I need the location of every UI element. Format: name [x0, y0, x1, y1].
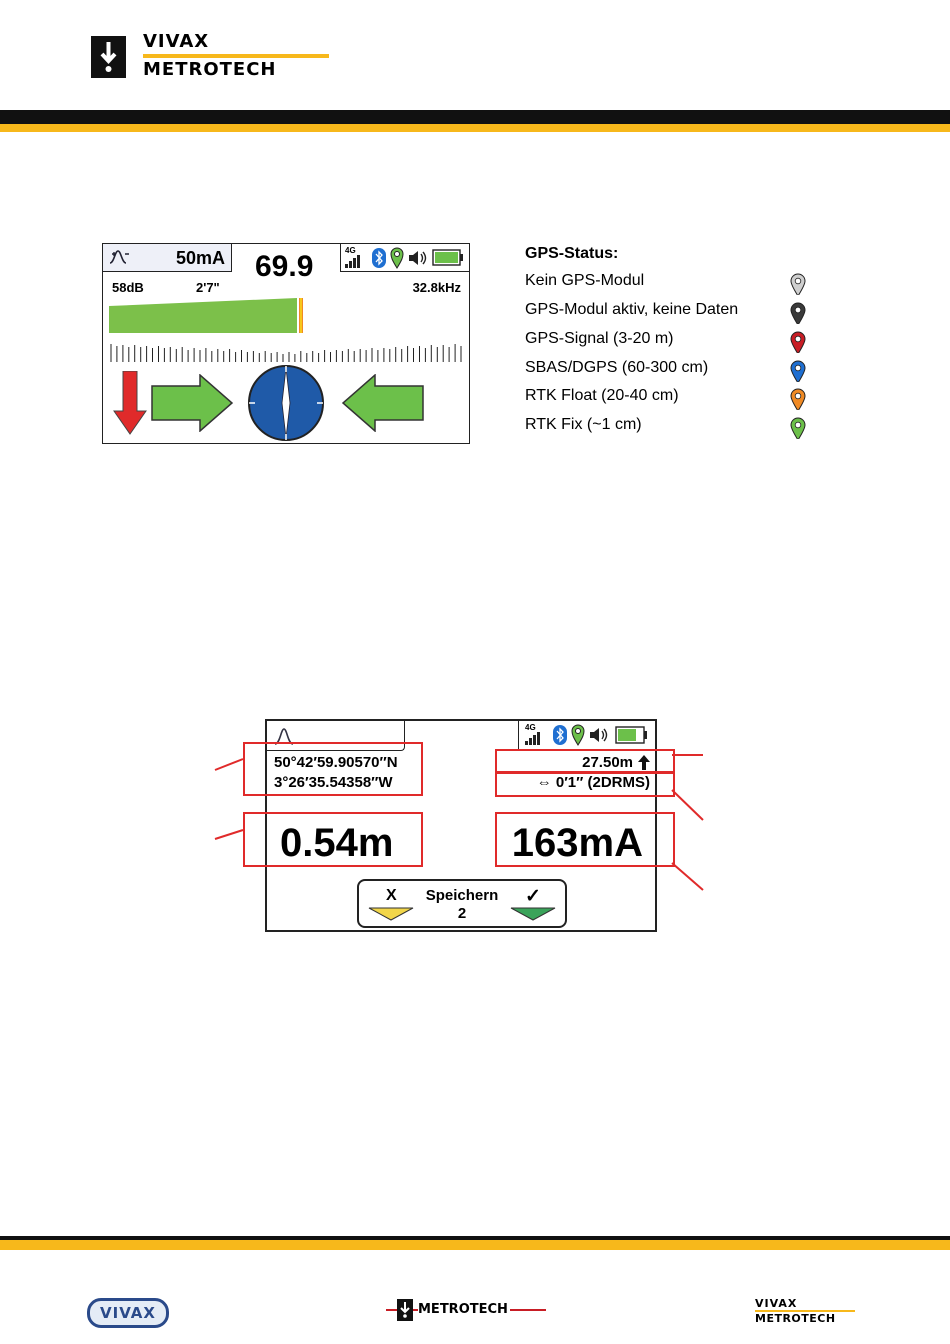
current-value: 50mA: [176, 248, 225, 269]
signal-bars-icon: [525, 731, 543, 745]
speaker-icon: [408, 249, 428, 267]
down-arrow-icon: [113, 371, 147, 435]
gps-status-label: RTK Fix (~1 cm): [525, 416, 642, 434]
gps-status-pin-icon: [790, 360, 806, 382]
gps-status-pin-icon: [790, 417, 806, 439]
gps-status-label: Kein GPS-Modul: [525, 272, 644, 290]
brand-name-bottom: METROTECH: [143, 61, 277, 79]
signal-bars-icon: [345, 254, 363, 268]
signal-strength-bar: [109, 296, 309, 334]
left-arrow-icon: [341, 374, 425, 432]
current-box: 50mA: [103, 244, 232, 272]
gps-pin-icon: [390, 247, 404, 269]
gain-value: 58dB: [112, 280, 144, 295]
right-arrow-icon: [150, 374, 234, 432]
locator-screen-main: 50mA 69.9 4G 58dB 2'7" 32.8kHz: [102, 243, 470, 444]
gps-status-pin-icon: [790, 273, 806, 295]
bluetooth-icon: [553, 725, 567, 745]
speaker-icon: [589, 726, 609, 744]
battery-icon: [615, 726, 649, 744]
peak-mode-icon: [109, 249, 131, 265]
footer-metrotech-mark: [397, 1299, 413, 1321]
brand-divider: [143, 54, 329, 58]
brand-name-top: VIVAX: [143, 33, 209, 51]
header-band-yellow: [0, 124, 950, 132]
confirm-button[interactable]: [510, 907, 556, 921]
gps-status-pin-icon: [790, 331, 806, 353]
gps-status-pin-icon: [790, 388, 806, 410]
gps-pin-icon: [571, 724, 585, 746]
frequency-value: 32.8kHz: [413, 280, 461, 295]
brand-logo-mark: [91, 36, 126, 78]
footer-logo-metrotech: METROTECH: [418, 1302, 510, 1317]
battery-icon: [432, 249, 464, 266]
depth-value: 2'7": [196, 280, 220, 295]
compass-icon: [247, 364, 325, 442]
status-bar: 4G: [340, 244, 469, 272]
gps-status-label: GPS-Signal (3-20 m): [525, 330, 674, 348]
footer-band-yellow: [0, 1240, 950, 1250]
gps-status-title: GPS-Status:: [525, 245, 618, 263]
status-bar: 4G: [518, 721, 655, 750]
footer-logo-right-top: VIVAX: [755, 1297, 797, 1310]
gps-status-pin-icon: [790, 302, 806, 324]
bluetooth-icon: [372, 248, 386, 268]
scale-ruler: [109, 342, 465, 364]
gps-status-label: RTK Float (20-40 cm): [525, 387, 679, 405]
signal-strength-value: 69.9: [255, 250, 313, 284]
gps-status-label: SBAS/DGPS (60-300 cm): [525, 359, 708, 377]
gps-status-label: GPS-Modul aktiv, keine Daten: [525, 301, 738, 319]
footer-logo-right-bottom: METROTECH: [755, 1312, 836, 1325]
footer-logo-vivax: VIVAX: [87, 1298, 169, 1328]
callout-lines: [210, 750, 710, 900]
header-band-black: [0, 110, 950, 124]
